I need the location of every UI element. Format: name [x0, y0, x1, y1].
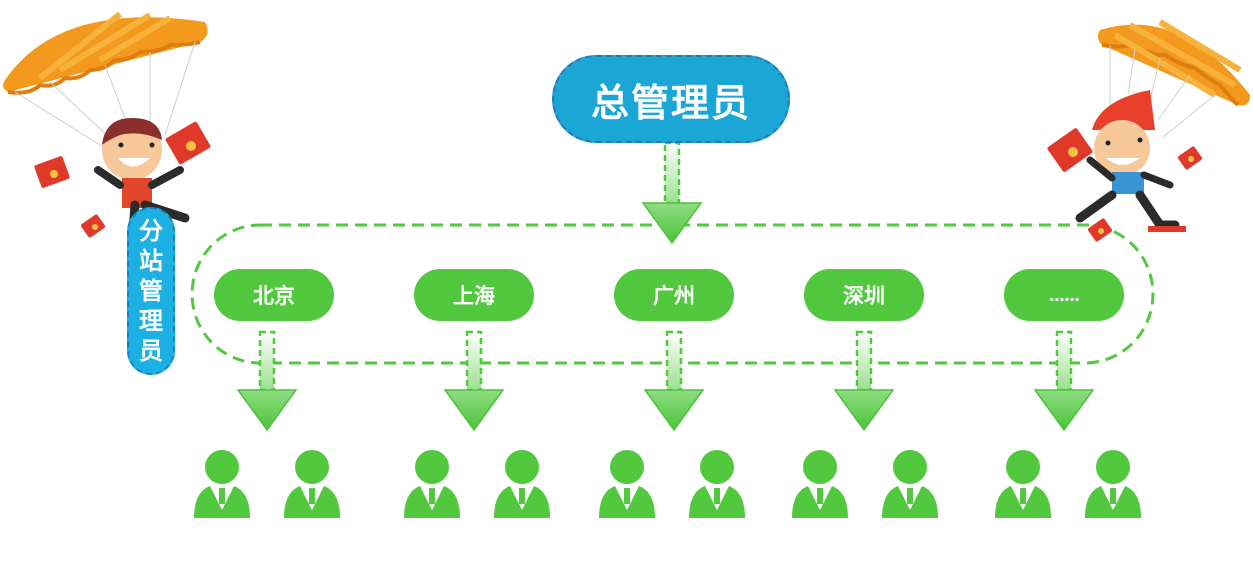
red-envelope-icon	[81, 214, 105, 238]
user-icon	[882, 450, 938, 518]
root-admin-node: 总管理员	[552, 55, 790, 143]
branch-label: 深圳	[843, 284, 885, 308]
right-parachute-mascot	[1047, 19, 1250, 242]
parachute-icon	[3, 11, 208, 95]
user-icon	[792, 450, 848, 518]
user-icon	[995, 450, 1051, 518]
branch-admin-char: 管	[139, 277, 163, 305]
down-arrow-icon	[833, 330, 895, 432]
red-envelope-icon	[1148, 226, 1186, 232]
down-arrow-icon	[443, 330, 505, 432]
left-parachute-mascot	[3, 11, 211, 250]
user-icon	[284, 450, 340, 518]
branch-label: ......	[1048, 285, 1080, 305]
branch-node-more: ......	[1004, 269, 1124, 321]
branch-label: 广州	[653, 284, 695, 308]
branch-node-guangzhou: 广州	[614, 269, 734, 321]
root-admin-label: 总管理员	[590, 80, 751, 125]
down-arrow-icon	[1033, 330, 1095, 432]
branch-node-beijing: 北京	[214, 269, 334, 321]
branch-admin-char: 分	[139, 217, 163, 245]
red-envelope-icon	[34, 156, 70, 188]
user-icon	[1085, 450, 1141, 518]
red-envelope-icon	[1178, 146, 1202, 170]
user-icon	[194, 450, 250, 518]
user-icon	[404, 450, 460, 518]
branch-label: 北京	[253, 284, 295, 308]
down-arrow-icon	[236, 330, 298, 432]
branch-node-shenzhen: 深圳	[804, 269, 924, 321]
branch-admin-char: 站	[139, 247, 163, 275]
user-icon	[494, 450, 550, 518]
user-icon	[689, 450, 745, 518]
user-icon	[599, 450, 655, 518]
red-envelope-icon	[1047, 128, 1093, 172]
branch-label: 上海	[453, 284, 495, 308]
branch-node-shanghai: 上海	[414, 269, 534, 321]
branch-admin-label-badge: 分 站 管 理 员	[127, 207, 175, 375]
branch-admin-char: 理	[139, 307, 163, 335]
down-arrow-icon	[641, 141, 703, 245]
red-envelope-icon	[165, 121, 211, 165]
branch-admin-char: 员	[139, 337, 163, 365]
red-envelope-icon	[1088, 218, 1112, 242]
down-arrow-icon	[643, 330, 705, 432]
parachute-icon	[1097, 19, 1250, 107]
